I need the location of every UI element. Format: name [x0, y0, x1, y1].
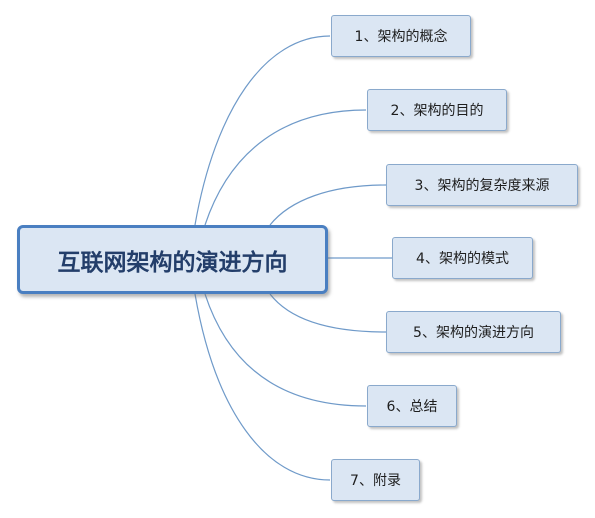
connector-2: [204, 109, 367, 226]
branch-label-5: 5、架构的演进方向: [413, 325, 534, 341]
branch-node-2[interactable]: 2、架构的目的: [367, 89, 507, 131]
connector-7: [194, 293, 331, 481]
branch-label-2: 2、架构的目的: [390, 103, 484, 119]
branch-node-4[interactable]: 4、架构的模式: [392, 237, 533, 279]
branch-node-3[interactable]: 3、架构的复杂度来源: [386, 164, 578, 206]
branch-label-6: 6、总结: [386, 399, 438, 415]
connector-5: [269, 293, 387, 333]
connector-6: [204, 293, 367, 407]
branch-label-1: 1、架构的概念: [354, 29, 448, 45]
central-topic-label: 互联网架构的演进方向: [57, 249, 288, 276]
branch-label-3: 3、架构的复杂度来源: [414, 178, 550, 194]
branch-label-4: 4、架构的模式: [416, 251, 509, 267]
central-topic[interactable]: 互联网架构的演进方向: [17, 225, 328, 294]
connector-1: [194, 35, 331, 226]
connector-3: [269, 184, 387, 226]
branch-node-5[interactable]: 5、架构的演进方向: [386, 311, 561, 353]
branch-node-1[interactable]: 1、架构的概念: [331, 15, 471, 57]
branch-node-7[interactable]: 7、附录: [331, 459, 420, 501]
branch-node-6[interactable]: 6、总结: [367, 385, 457, 427]
branch-label-7: 7、附录: [350, 473, 401, 489]
